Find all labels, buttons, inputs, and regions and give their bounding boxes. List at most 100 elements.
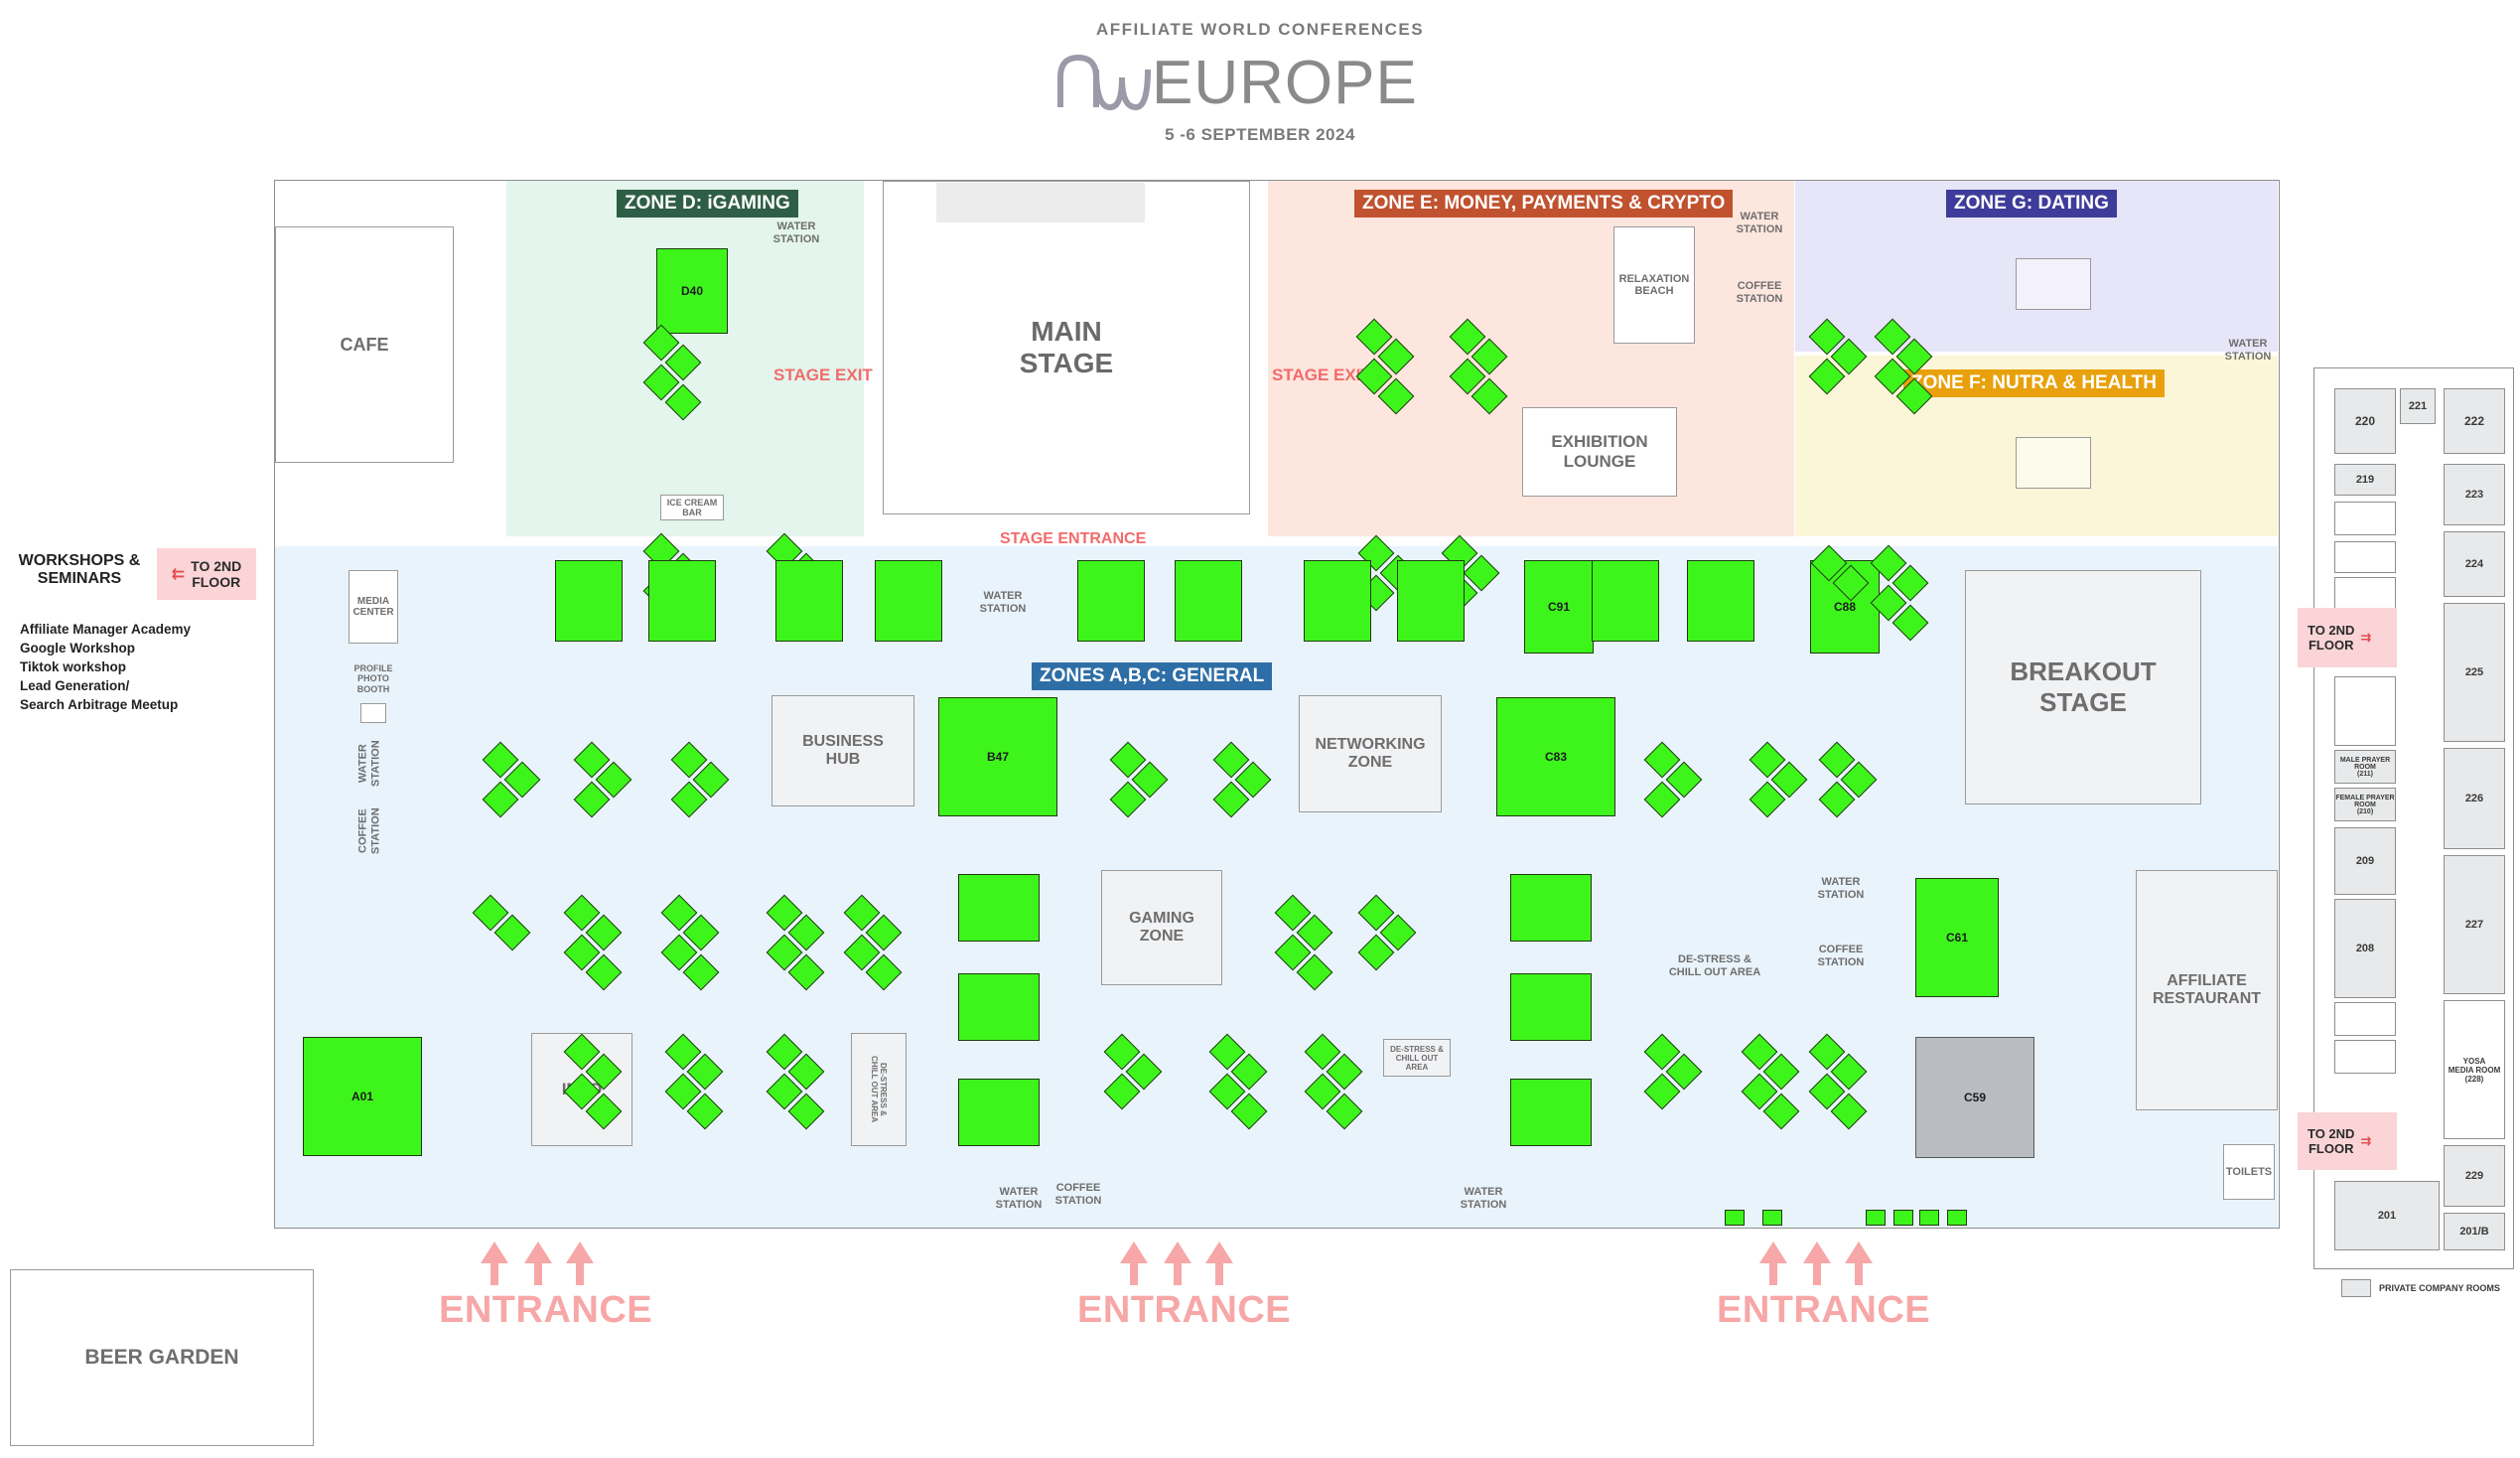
room-201b[interactable]: 201/B bbox=[2444, 1213, 2505, 1250]
networking-zone[interactable]: NETWORKING ZONE bbox=[1299, 695, 1442, 812]
to-floor-label: TO 2ND FLOOR bbox=[191, 558, 242, 590]
room-229[interactable]: 229 bbox=[2444, 1145, 2505, 1207]
booth-c61[interactable]: C61 bbox=[1915, 878, 1999, 997]
zone-abc-tag: ZONES A,B,C: GENERAL bbox=[1032, 662, 1273, 690]
coffee-station: COFFEE STATION bbox=[356, 807, 381, 854]
room-blank-4 bbox=[2334, 676, 2396, 746]
media-center[interactable]: MEDIA CENTER bbox=[349, 570, 398, 644]
arrow-stem bbox=[1813, 1261, 1821, 1285]
booth-cell[interactable] bbox=[958, 973, 1040, 1041]
entrance-center[interactable]: ENTRANCE bbox=[1077, 1289, 1292, 1331]
arrow-up-icon bbox=[1164, 1241, 1191, 1263]
booth-c83[interactable]: C83 bbox=[1496, 697, 1615, 816]
booth-a01[interactable]: A01 bbox=[303, 1037, 422, 1156]
arrow-up-icon bbox=[1120, 1241, 1148, 1263]
destress-area-vertical[interactable]: DE-STRESS & CHILL OUT AREA bbox=[851, 1033, 907, 1146]
booth-cell[interactable] bbox=[1947, 1210, 1967, 1226]
booth-cell[interactable] bbox=[1175, 560, 1242, 642]
room-227[interactable]: 227 bbox=[2444, 855, 2505, 994]
stage-entrance: STAGE ENTRANCE bbox=[1000, 530, 1147, 547]
affiliate-restaurant[interactable]: AFFILIATE RESTAURANT bbox=[2136, 870, 2278, 1110]
entrance-right[interactable]: ENTRANCE bbox=[1717, 1289, 1931, 1331]
breakout-stage[interactable]: BREAKOUT STAGE bbox=[1965, 570, 2201, 804]
booth-cell[interactable] bbox=[1687, 560, 1754, 642]
stage-platform bbox=[936, 183, 1145, 222]
stage-exit-right: STAGE EXIT bbox=[1272, 365, 1371, 384]
booth-cell[interactable] bbox=[648, 560, 716, 642]
booth-b47[interactable]: B47 bbox=[938, 697, 1057, 816]
ice-cream-bar[interactable]: ICE CREAM BAR bbox=[660, 495, 724, 520]
workshop-item: Lead Generation/ bbox=[20, 678, 130, 693]
main-stage[interactable]: MAIN STAGE bbox=[883, 181, 1250, 514]
arrow-up-icon bbox=[566, 1241, 594, 1263]
room-220[interactable]: 220 bbox=[2334, 388, 2396, 454]
water-station: WATER STATION bbox=[2224, 338, 2272, 363]
yosa-media-room[interactable]: YOSA MEDIA ROOM (228) bbox=[2444, 1000, 2505, 1139]
room-223[interactable]: 223 bbox=[2444, 464, 2505, 525]
booth-cell[interactable] bbox=[1397, 560, 1465, 642]
room-225[interactable]: 225 bbox=[2444, 603, 2505, 742]
room-208[interactable]: 208 bbox=[2334, 899, 2396, 998]
toilets[interactable]: TOILETS bbox=[2223, 1144, 2275, 1200]
workshop-list: Affiliate Manager Academy Google Worksho… bbox=[20, 620, 258, 714]
booth-cell[interactable] bbox=[1510, 874, 1592, 942]
booth-cell[interactable] bbox=[555, 560, 623, 642]
to-floor-label: TO 2ND FLOOR bbox=[2308, 623, 2355, 653]
stage-exit-left: STAGE EXIT bbox=[773, 365, 873, 384]
room-224[interactable]: 224 bbox=[2444, 531, 2505, 597]
arrow-stem bbox=[1174, 1261, 1182, 1285]
room-blank-5 bbox=[2334, 1002, 2396, 1036]
booth-cell[interactable] bbox=[1919, 1210, 1939, 1226]
booth-cell[interactable] bbox=[958, 1079, 1040, 1146]
to-2nd-floor-annex-1[interactable]: TO 2ND FLOOR ⇉ bbox=[2298, 608, 2397, 667]
room-219[interactable]: 219 bbox=[2334, 464, 2396, 496]
room-226[interactable]: 226 bbox=[2444, 748, 2505, 849]
booth-cell[interactable] bbox=[1510, 1079, 1592, 1146]
beer-garden[interactable]: BEER GARDEN bbox=[10, 1269, 314, 1446]
to-2nd-floor-annex-2[interactable]: TO 2ND FLOOR ⇉ bbox=[2298, 1112, 2397, 1170]
booth-cell[interactable] bbox=[1762, 1210, 1782, 1226]
zone-d-tag: ZONE D: iGAMING bbox=[617, 190, 798, 218]
arrow-stem bbox=[490, 1261, 498, 1285]
booth-cell[interactable] bbox=[1510, 973, 1592, 1041]
booth-cell[interactable] bbox=[775, 560, 843, 642]
room-blank-3 bbox=[2334, 577, 2396, 611]
entrance-left[interactable]: ENTRANCE bbox=[439, 1289, 653, 1331]
room-201[interactable]: 201 bbox=[2334, 1181, 2440, 1250]
booth-cell[interactable] bbox=[1725, 1210, 1745, 1226]
booth-cell[interactable] bbox=[1592, 560, 1659, 642]
arrow-up-icon bbox=[1803, 1241, 1831, 1263]
booth-cell[interactable] bbox=[875, 560, 942, 642]
booth-cell[interactable] bbox=[1304, 560, 1371, 642]
female-prayer-room[interactable]: FEMALE PRAYER ROOM (210) bbox=[2334, 788, 2396, 821]
booth-cell[interactable] bbox=[958, 874, 1040, 942]
booth-c91[interactable]: C91 bbox=[1524, 560, 1594, 654]
booth-cell[interactable] bbox=[1077, 560, 1145, 642]
room-blank-1 bbox=[2334, 502, 2396, 535]
arrow-stem bbox=[534, 1261, 542, 1285]
to-2nd-floor-left[interactable]: ⇇ TO 2ND FLOOR bbox=[157, 548, 256, 600]
legend-label: PRIVATE COMPANY ROOMS bbox=[2379, 1283, 2500, 1293]
booth-cell[interactable] bbox=[1893, 1210, 1913, 1226]
brand-title: EUROPE bbox=[1152, 49, 1418, 117]
exhibition-lounge[interactable]: EXHIBITION LOUNGE bbox=[1522, 407, 1677, 497]
destress-area-right: DE-STRESS & CHILL OUT AREA bbox=[1668, 953, 1761, 978]
booth-c59[interactable]: C59 bbox=[1915, 1037, 2034, 1158]
coffee-station: COFFEE STATION bbox=[1054, 1182, 1102, 1207]
relaxation-beach[interactable]: RELAXATION BEACH bbox=[1613, 226, 1695, 344]
business-hub[interactable]: BUSINESS HUB bbox=[771, 695, 914, 806]
room-222[interactable]: 222 bbox=[2444, 388, 2505, 454]
cafe[interactable]: CAFE bbox=[275, 226, 454, 463]
workshop-item: Search Arbitrage Meetup bbox=[20, 697, 179, 712]
booth-d40[interactable]: D40 bbox=[656, 248, 728, 334]
destress-area-small[interactable]: DE-STRESS & CHILL OUT AREA bbox=[1383, 1039, 1451, 1077]
room-221[interactable]: 221 bbox=[2400, 388, 2436, 424]
male-prayer-room[interactable]: MALE PRAYER ROOM (211) bbox=[2334, 750, 2396, 784]
event-dates: 5 -6 SEPTEMBER 2024 bbox=[1165, 125, 1355, 144]
gaming-zone[interactable]: GAMING ZONE bbox=[1101, 870, 1222, 985]
workshop-item: Google Workshop bbox=[20, 641, 136, 656]
organizer-title: AFFILIATE WORLD CONFERENCES bbox=[1095, 20, 1425, 39]
booth-cell[interactable] bbox=[1866, 1210, 1886, 1226]
arrow-stem bbox=[1130, 1261, 1138, 1285]
room-209[interactable]: 209 bbox=[2334, 827, 2396, 895]
